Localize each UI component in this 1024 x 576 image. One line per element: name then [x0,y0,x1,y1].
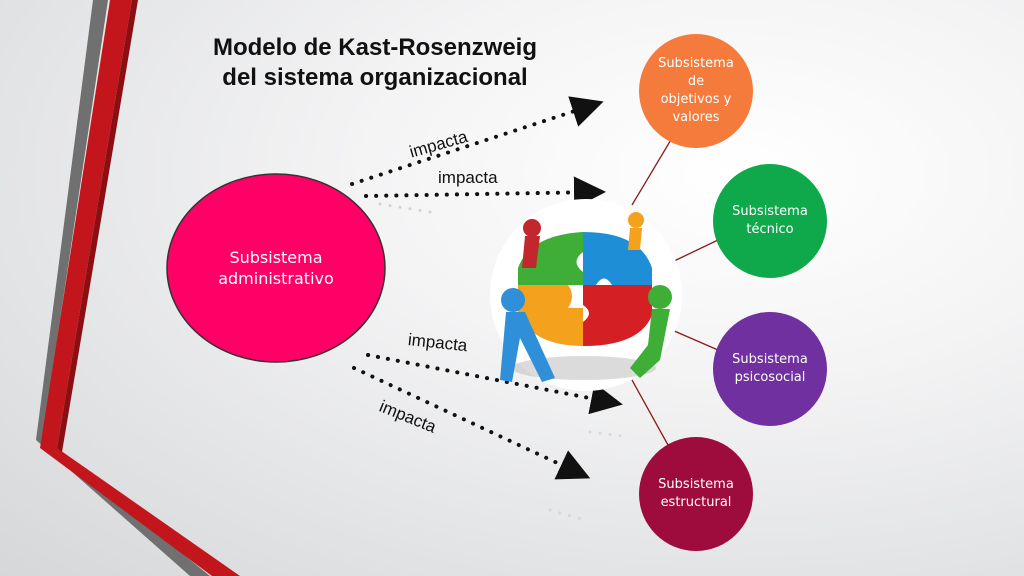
node-estructural-line-2: estructural [660,495,732,510]
node-administrativo: Subsistema administrativo [176,226,376,310]
node-administrativo-line-1: Subsistema [229,248,323,267]
title-line-1: Modelo de Kast-Rosenzweig [212,34,538,61]
red-stripe-shadow [57,0,138,452]
node-psicosocial-line-1: Subsistema [732,352,808,367]
node-psicosocial-shape [713,312,827,426]
node-objetivos-line-4: valores [672,110,720,125]
node-objetivos-line-1: Subsistema [658,56,734,71]
node-tecnico-shape [713,164,827,278]
node-objetivos: Subsistema de objetivos y valores [646,48,746,134]
node-psicosocial: Subsistema psicosocial [718,344,822,394]
grey-stripe-upper [36,0,108,440]
arrow-impacta-1 [350,96,604,186]
node-tecnico-line-2: técnico [746,222,794,237]
red-stripe-lower [40,448,240,576]
arrow-impacta-4 [352,366,591,480]
node-estructural-line-1: Subsistema [658,477,734,492]
page-title: Modelo de Kast-Rosenzweig del sistema or… [190,33,560,93]
node-administrativo-line-2: administrativo [218,269,334,288]
node-objetivos-shape [639,34,753,148]
node-administrativo-shape [166,173,386,363]
node-objetivos-line-2: de [687,74,705,89]
node-objetivos-line-3: objetivos y [660,92,732,107]
node-tecnico-line-1: Subsistema [732,204,808,219]
node-estructural-shape [639,437,753,551]
node-tecnico: Subsistema técnico [718,196,822,246]
arrow-impacta-3 [366,353,623,415]
arrow-impacta-2 [364,176,606,209]
node-estructural: Subsistema estructural [644,469,748,519]
red-stripe-upper [40,0,132,448]
title-line-2: del sistema organizacional [222,64,528,91]
edge-label-impacta-2: impacta [438,168,498,187]
node-psicosocial-line-2: psicosocial [734,370,806,385]
